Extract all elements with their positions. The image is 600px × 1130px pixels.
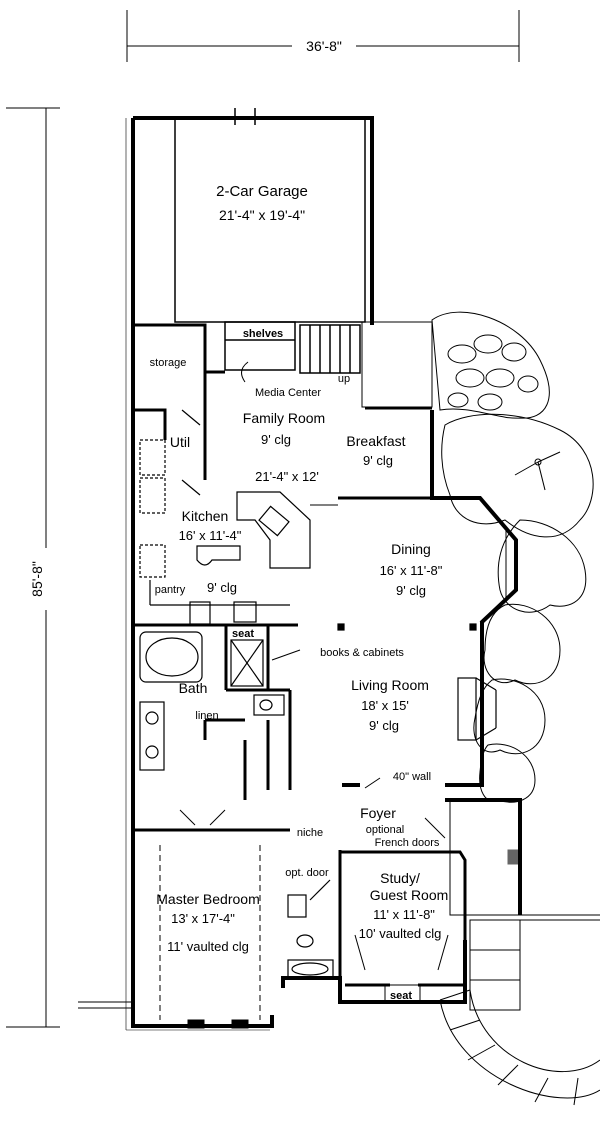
wall-hatching (125, 118, 270, 1031)
dining-name: Dining (391, 541, 431, 557)
dining-size: 16' x 11'-8" (380, 563, 443, 578)
study-size: 11' x 11'-8" (373, 907, 435, 922)
master-bath-fixtures (287, 879, 334, 979)
interior-walls-upper (133, 323, 432, 500)
kitchen-size: 16' x 11'-4" (179, 528, 242, 543)
width-dimension-label: 36'-8" (306, 38, 342, 54)
breakfast-name: Breakfast (346, 433, 405, 449)
linen-label: linen (195, 710, 218, 722)
foyer-note-optional: optional (366, 824, 405, 836)
garage-size: 21'-4" x 19'-4" (219, 207, 305, 223)
dimension-width (126, 10, 520, 62)
books-cabinets-label: books & cabinets (320, 647, 404, 659)
depth-dimension-label: 85'-8" (29, 561, 45, 597)
master-bedroom-name: Master Bedroom (156, 891, 259, 907)
bath-fixtures (139, 631, 285, 771)
family-room-name: Family Room (243, 410, 325, 426)
exterior-walls (131, 116, 522, 1028)
garage-name: 2-Car Garage (216, 183, 308, 200)
family-room-clg: 9' clg (261, 432, 291, 447)
util-room (139, 409, 201, 514)
dimension-depth (6, 107, 60, 1028)
bath-seat-label: seat (232, 628, 254, 640)
breakfast-clg: 9' clg (363, 453, 393, 468)
dining-bay (310, 504, 507, 623)
opt-door-label: opt. door (285, 867, 329, 879)
living-room-size: 18' x 15' (361, 698, 409, 713)
garage-walls (174, 108, 433, 408)
pantry-label: pantry (155, 584, 186, 596)
study-name-2: Guest Room (370, 887, 449, 903)
kitchen-name: Kitchen (182, 508, 229, 524)
foyer-note-french-doors: French doors (375, 837, 440, 849)
books-arrow (271, 649, 301, 661)
wall-label: 40" wall (393, 771, 431, 783)
niche-label: niche (297, 827, 323, 839)
study-clg: 10' vaulted clg (359, 926, 442, 941)
kitchen-fixtures (139, 491, 311, 625)
shelves-label: shelves (243, 328, 283, 340)
living-room-name: Living Room (351, 677, 429, 693)
storage-label: storage (150, 357, 187, 369)
study-name: Study/ (380, 870, 420, 886)
side-porch (78, 799, 521, 1009)
master-bedroom-size: 13' x 17'-4" (171, 911, 235, 926)
media-center-label: Media Center (255, 387, 321, 399)
landscape-shrubs (431, 311, 594, 803)
living-room-clg: 9' clg (369, 718, 399, 733)
dining-clg: 9' clg (396, 583, 426, 598)
study-details (354, 934, 449, 1003)
kitchen-clg: 9' clg (207, 580, 237, 595)
study-walls (338, 850, 467, 1002)
wall-arrow (364, 777, 381, 789)
bath-walls (133, 623, 298, 832)
media-center-arrow (241, 361, 249, 383)
util-name: Util (170, 434, 190, 450)
living-fireplace (337, 623, 497, 741)
master-bedroom-clg: 11' vaulted clg (167, 939, 249, 954)
study-seat-label: seat (390, 990, 412, 1002)
stairs-up-label: up (338, 373, 350, 385)
master-details (159, 809, 261, 1029)
french-doors-arrow (424, 817, 446, 839)
bath-name: Bath (179, 680, 208, 696)
family-room-size: 21'-4" x 12' (255, 469, 319, 484)
foyer-name: Foyer (360, 805, 396, 821)
